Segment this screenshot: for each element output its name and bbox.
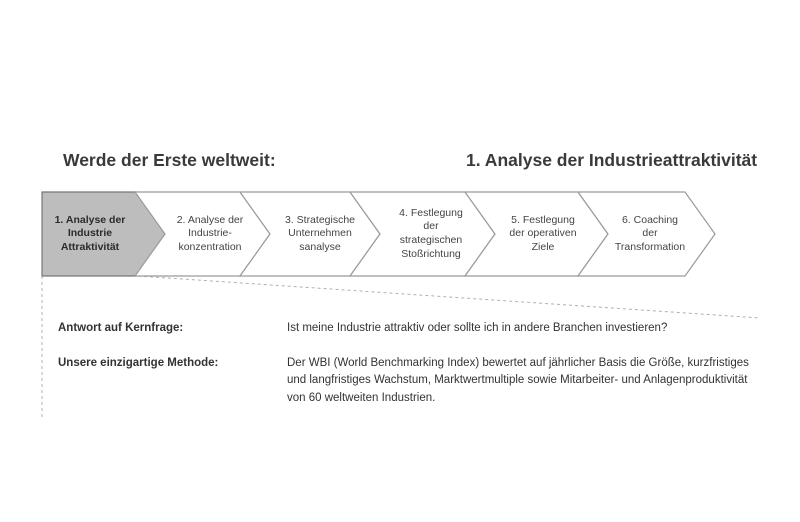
step-label-1: 1. Analyse der Industrie Attraktivität bbox=[54, 213, 126, 253]
step-label-2: 2. Analyse der Industrie- konzentration bbox=[176, 213, 244, 253]
methode-description: Der WBI (World Benchmarking Index) bewer… bbox=[287, 357, 749, 404]
headline-left: Werde der Erste weltweit: bbox=[63, 150, 276, 170]
step-label-6: 6. Coaching der Transformation bbox=[614, 213, 686, 253]
step-label-5: 5. Festlegung der operativen Ziele bbox=[509, 213, 577, 253]
dashed-callout-line-diagonal bbox=[137, 275, 761, 319]
kernfrage-answer: Ist meine Industrie attraktiv oder sollt… bbox=[287, 322, 668, 334]
step-label-3: 3. Strategische Unternehmen sanalyse bbox=[284, 213, 356, 253]
step-chevron-6 bbox=[576, 191, 716, 277]
step-label-4: 4. Festlegung der strategischen Stoßrich… bbox=[399, 206, 463, 260]
headline-right: 1. Analyse der Industrieattraktivität bbox=[466, 150, 758, 170]
kernfrage-label: Antwort auf Kernfrage: bbox=[58, 322, 184, 334]
methode-label: Unsere einzigartige Methode: bbox=[58, 357, 219, 369]
